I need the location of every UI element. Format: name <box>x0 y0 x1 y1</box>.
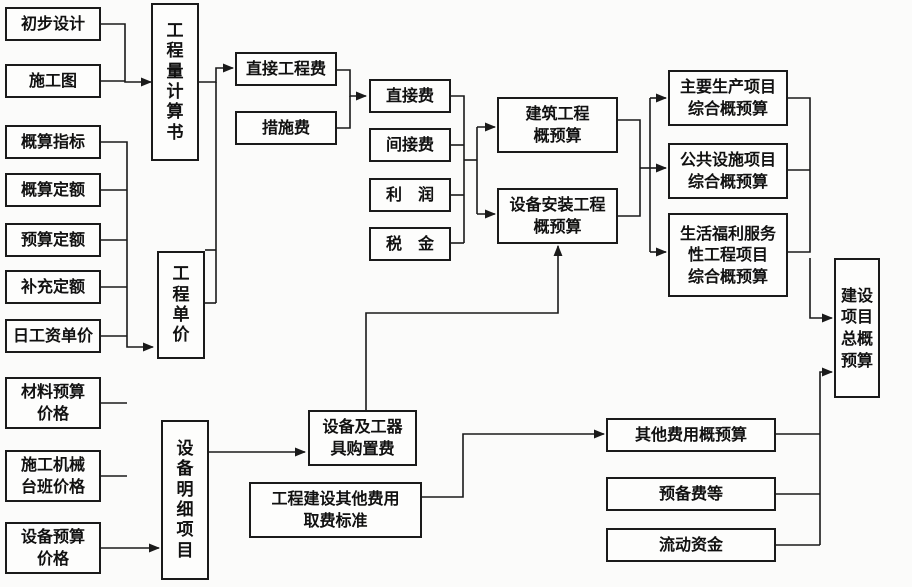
main-production-box: 主要生产项目 综合概预算 <box>668 70 788 126</box>
daily-wage-box: 日工资单价 <box>5 319 101 353</box>
direct-cost-box: 直接费 <box>369 79 451 113</box>
construction-drawing-box: 施工图 <box>5 64 101 98</box>
preliminary-design-box: 初步设计 <box>5 7 101 41</box>
machine-shift-price-box: 施工机械 台班价格 <box>5 450 101 502</box>
direct-engineering-cost-box: 直接工程费 <box>235 52 337 86</box>
working-capital-box: 流动资金 <box>606 528 776 562</box>
estimate-index-box: 概算指标 <box>5 125 101 159</box>
reserve-box: 预备费等 <box>606 477 776 511</box>
tax-box: 税 金 <box>369 227 451 261</box>
quantity-book-box: 工 程 量 计 算 书 <box>151 3 199 161</box>
equipment-detail-box: 设 备 明 细 项 目 <box>161 420 209 580</box>
budget-quota-box: 预算定额 <box>5 223 101 257</box>
estimate-quota-box: 概算定额 <box>5 173 101 207</box>
profit-box: 利 润 <box>369 178 451 212</box>
equipment-purchase-box: 设备及工器 具购置费 <box>308 410 417 466</box>
total-estimate-box: 建设 项目 总概 预算 <box>834 258 880 398</box>
other-cost-standard-box: 工程建设其他费用 取费标准 <box>249 482 422 538</box>
public-facilities-box: 公共设施项目 综合概预算 <box>668 143 788 199</box>
equipment-price-box: 设备预算 价格 <box>5 522 101 574</box>
supplementary-quota-box: 补充定额 <box>5 270 101 304</box>
other-costs-box: 其他费用概预算 <box>606 418 776 452</box>
material-price-box: 材料预算 价格 <box>5 377 101 429</box>
building-estimate-box: 建筑工程 概预算 <box>497 97 618 153</box>
measure-cost-box: 措施费 <box>235 111 337 145</box>
installation-estimate-box: 设备安装工程 概预算 <box>497 188 618 244</box>
welfare-service-box: 生活福利服务 性工程项目 综合概预算 <box>668 213 788 297</box>
unit-price-box: 工 程 单 价 <box>157 251 205 359</box>
indirect-cost-box: 间接费 <box>369 128 451 162</box>
